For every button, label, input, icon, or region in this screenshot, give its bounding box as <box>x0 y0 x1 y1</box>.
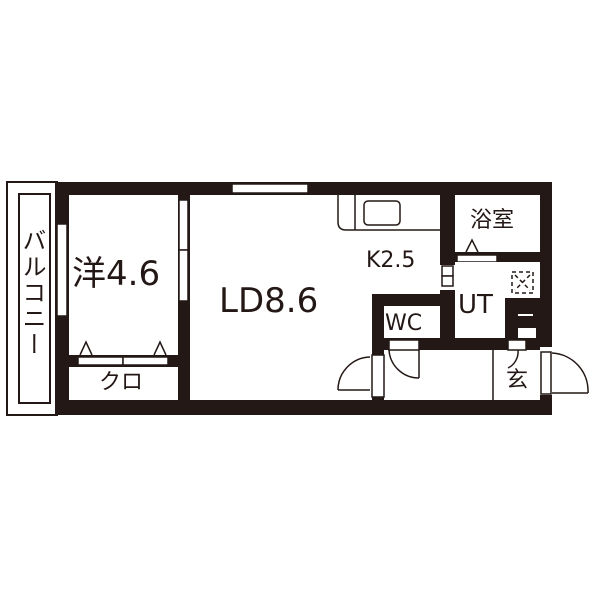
living-dining-label: LD8.6 <box>219 281 319 321</box>
washer-pan-icon <box>511 271 534 294</box>
balcony-label: バルコニー <box>18 228 46 358</box>
kitchen-label: K2.5 <box>366 248 416 273</box>
western-room-label: 洋4.6 <box>72 254 161 294</box>
utility-label: UT <box>458 290 493 320</box>
windows <box>56 183 552 398</box>
closet-label: クロ <box>99 370 144 395</box>
entrance-label: 玄 <box>506 368 529 393</box>
bathroom-label: 浴室 <box>470 208 515 233</box>
door-swings <box>337 349 589 400</box>
door-markers <box>79 238 479 356</box>
kitchen-counter <box>337 195 440 231</box>
toilet-label: WC <box>385 311 423 336</box>
